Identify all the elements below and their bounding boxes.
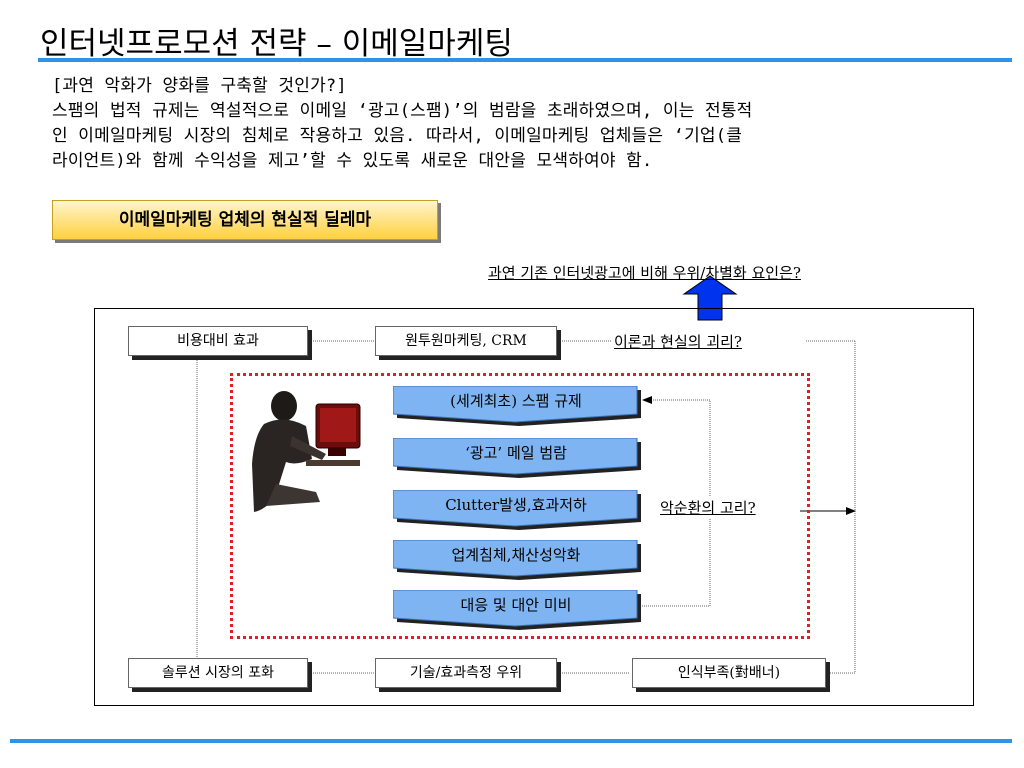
title-divider [38, 58, 1012, 62]
flow-step-spam-regulation: (세계최초) 스팸 규제 [393, 386, 641, 426]
flow-step-label: 대응 및 대안 미비 [460, 596, 572, 614]
page-title: 인터넷프로모션 전략 – 이메일마케팅 [40, 26, 513, 62]
differentiation-question: 과연 기존 인터넷광고에 비해 우위/차별화 요인은? [488, 264, 801, 282]
dilemma-cycle-area [230, 373, 810, 639]
flow-step-ad-mail-flood: ‘광고’ 메일 범람 [393, 438, 641, 478]
intro-line: 인 이메일마케팅 시장의 침체로 작용하고 있음. 따라서, 이메일마케팅 업체… [52, 126, 743, 146]
intro-question: [과연 악화가 양화를 구축할 것인가?] [52, 76, 347, 96]
cost-effect-box: 비용대비 효과 [128, 326, 308, 356]
flow-step-label: Clutter발생,효과저하 [445, 496, 587, 514]
flow-step-industry-slump: 업계침체,채산성악화 [393, 540, 641, 580]
one-to-one-crm-box: 원투원마케팅, CRM [375, 326, 557, 356]
flow-step-label: ‘광고’ 메일 범람 [465, 444, 567, 462]
intro-line: 스팸의 법적 규제는 역설적으로 이메일 ‘광고(스팸)’의 범람을 초래하였으… [52, 101, 753, 121]
flow-step-lack-of-response: 대응 및 대안 미비 [393, 590, 641, 630]
intro-text: [과연 악화가 양화를 구축할 것인가?] 스팸의 법적 규제는 역설적으로 이… [52, 74, 972, 174]
person-at-computer-icon [246, 384, 366, 524]
diagram-frame [94, 308, 974, 706]
solution-saturation-box: 솔루션 시장의 포화 [128, 658, 308, 688]
intro-line: 라이언트)와 함께 수익성을 제고’할 수 있도록 새로운 대안을 모색하여야 … [52, 151, 653, 171]
vicious-cycle-label: 악순환의 고리? [658, 497, 758, 518]
theory-reality-gap-label: 이론과 현실의 괴리? [612, 331, 744, 352]
flow-step-label: (세계최초) 스팸 규제 [450, 392, 582, 410]
footer-divider [10, 739, 1012, 743]
flow-step-label: 업계침체,채산성악화 [451, 546, 581, 564]
tech-measurement-box: 기술/효과측정 우위 [375, 658, 557, 688]
awareness-gap-box: 인식부족(對배너) [632, 658, 826, 688]
dilemma-label: 이메일마케팅 업체의 현실적 딜레마 [52, 200, 438, 240]
up-arrow-icon [682, 275, 738, 321]
flow-step-clutter: Clutter발생,효과저하 [393, 490, 641, 530]
